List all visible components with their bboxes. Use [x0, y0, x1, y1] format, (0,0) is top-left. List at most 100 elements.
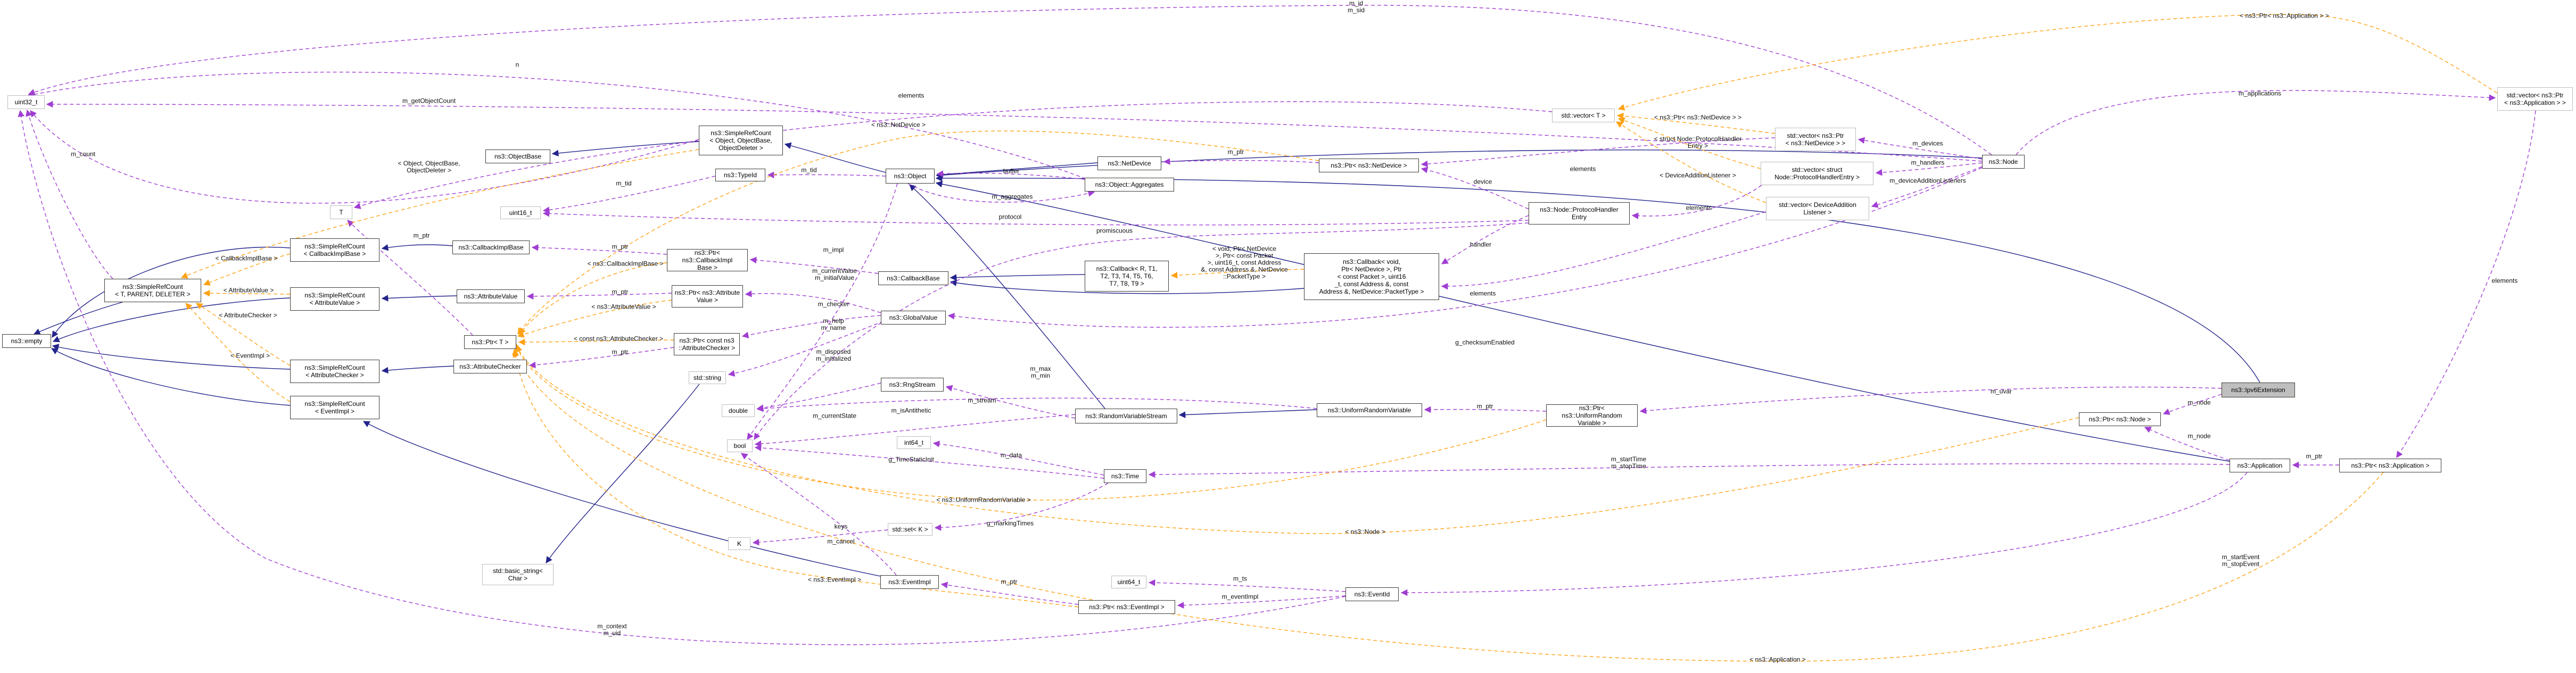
edge-ptr-cib-to-cib — [531, 244, 667, 255]
edge-src-cib-to-empty — [52, 246, 291, 338]
edge-label: m_ptr — [1227, 148, 1244, 156]
class-node-object[interactable]: ns3::Object — [886, 169, 935, 184]
class-node-typeid[interactable]: ns3::TypeId — [715, 169, 765, 181]
edge-label: m_startEvent m_stopEvent — [2222, 553, 2260, 568]
class-node-src-cib[interactable]: ns3::SimpleRefCount < CallbackImplBase > — [290, 238, 379, 262]
class-node-src-tpd[interactable]: ns3::SimpleRefCount < T, PARENT, DELETER… — [104, 279, 201, 302]
class-node-vec-app: std::vector< ns3::Ptr < ns3::Application… — [2497, 87, 2573, 111]
class-node-ptr-ei[interactable]: ns3::Ptr< ns3::EventImpl > — [1078, 600, 1175, 614]
edge-eid-to-ptr-ei — [1177, 595, 1346, 609]
class-node-src-ei[interactable]: ns3::SimpleRefCount < EventImpl > — [290, 396, 379, 419]
edge-ptr-node-to-ptr-t — [516, 345, 2079, 534]
edge-src-ei-to-empty — [51, 348, 291, 406]
class-node-rng[interactable]: ns3::RngStream — [881, 378, 944, 392]
edge-label: m_help m_name — [821, 317, 846, 331]
edge-ipv6ext-to-ptr-node — [2162, 394, 2222, 415]
edge-label: elements — [1686, 204, 1712, 212]
class-node-rvs[interactable]: ns3::RandomVariableStream — [1075, 409, 1177, 423]
class-node-netdev[interactable]: ns3::NetDevice — [1097, 156, 1161, 170]
edge-label: < ns3::EventImpl > — [807, 576, 862, 584]
edge-object-to-bool — [747, 183, 898, 441]
edge-gval-to-ptr-cac — [741, 315, 881, 339]
edge-label: m_disposed m_initialized — [815, 348, 852, 362]
class-node-double: double — [722, 404, 755, 417]
class-node-cbase[interactable]: ns3::CallbackBase — [878, 271, 948, 285]
class-node-eid[interactable]: ns3::EventId — [1345, 587, 1399, 601]
edge-vec-nd-to-vec-t — [1616, 112, 1776, 134]
edge-label: m_node — [2187, 398, 2211, 406]
class-node-src-av[interactable]: ns3::SimpleRefCount < AttributeValue > — [290, 287, 379, 311]
edge-set-k-to-K — [752, 529, 888, 546]
edge-label: < ns3::CallbackImplBase > — [587, 260, 664, 268]
class-node-app[interactable]: ns3::Application — [2230, 459, 2290, 472]
class-node-aggregates[interactable]: ns3::Object::Aggregates — [1085, 178, 1174, 192]
edge-ptr-ei-to-ptr-t — [511, 348, 1079, 608]
edge-label: g_TimeStaticInit — [888, 455, 934, 463]
edge-eid-to-uint64_t — [1148, 579, 1346, 592]
edge-node-to-gval — [947, 167, 1983, 328]
edge-ptr-urv-to-ptr-t — [514, 343, 1547, 501]
class-node-urv[interactable]: ns3::UniformRandomVariable — [1317, 403, 1422, 417]
edge-vec-app-to-vec-t — [1617, 14, 2498, 111]
class-node-time[interactable]: ns3::Time — [1104, 469, 1146, 483]
class-node-ptr-nd[interactable]: ns3::Ptr< ns3::NetDevice > — [1319, 159, 1419, 172]
class-node-cib[interactable]: ns3::CallbackImplBase — [452, 240, 530, 254]
class-node-empty[interactable]: ns3::empty — [2, 334, 51, 348]
edge-label: protocol — [998, 213, 1022, 221]
edge-src-ei-to-src-tpd — [185, 303, 291, 402]
edge-ipv6ext-to-ptr-urv — [1639, 386, 2222, 414]
edge-vec-t-to-T — [353, 101, 1553, 210]
edge-label: buffer — [1003, 167, 1020, 175]
edge-src-av-to-src-tpd — [203, 289, 291, 297]
edge-label: m_uvar — [1990, 387, 2012, 395]
edge-node-to-uint32_t — [46, 101, 1983, 162]
class-node-objbase[interactable]: ns3::ObjectBase — [485, 149, 550, 163]
edge-app-to-ptr-node — [2144, 427, 2230, 461]
edge-src-tpd-to-empty — [33, 302, 123, 335]
edge-label: m_node — [2187, 432, 2211, 440]
edge-label: keys — [834, 522, 848, 530]
class-node-ptr-node[interactable]: ns3::Ptr< ns3::Node > — [2079, 412, 2161, 426]
edge-phe-to-ptr-nd — [1421, 167, 1529, 210]
class-node-basicstr: std::basic_string< Char > — [482, 564, 554, 585]
edge-label: m_handlers — [1911, 159, 1945, 167]
class-node-gval[interactable]: ns3::GlobalValue — [881, 311, 946, 325]
class-node-ptr-cac[interactable]: ns3::Ptr< const ns3 ::AttributeChecker > — [674, 333, 740, 355]
edge-cb-r-to-cbase — [950, 274, 1085, 281]
edge-urv-to-double — [756, 397, 1317, 412]
edge-ptr-cac-to-ptr-t — [518, 338, 674, 346]
class-node-av[interactable]: ns3::AttributeValue — [457, 289, 525, 303]
edge-object-to-typeid — [767, 171, 886, 179]
edge-label: m_cancel — [827, 537, 855, 545]
edge-phe-to-cb-void — [1441, 215, 1529, 264]
class-node-cb-r[interactable]: ns3::Callback< R, T1, T2, T3, T4, T5, T6… — [1085, 261, 1169, 292]
edge-label: m_startTime m_stopTime — [1611, 455, 1647, 470]
edge-aggregates-to-object — [936, 170, 1085, 180]
edge-vec-dal-to-cb-void — [1441, 211, 1766, 290]
class-node-ac[interactable]: ns3::AttributeChecker — [453, 360, 527, 373]
class-node-ptr-cib[interactable]: ns3::Ptr< ns3::CallbackImpl Base > — [667, 249, 748, 271]
class-node-ptr-av[interactable]: ns3::Ptr< ns3::Attribute Value > — [672, 285, 743, 308]
class-node-ptr-urv[interactable]: ns3::Ptr< ns3::UniformRandom Variable > — [1546, 404, 1638, 427]
class-node-phe[interactable]: ns3::Node::ProtocolHandler Entry — [1529, 202, 1630, 225]
class-node-uint16_t: uint16_t — [500, 206, 541, 219]
class-node-eimpl[interactable]: ns3::EventImpl — [880, 575, 939, 589]
class-node-cb-void[interactable]: ns3::Callback< void, Ptr< NetDevice >, P… — [1304, 253, 1439, 300]
edge-label: m_ptr — [413, 231, 430, 239]
class-node-ptr-t[interactable]: ns3::Ptr< T > — [464, 335, 516, 349]
edge-label: m_ptr — [1001, 578, 1018, 586]
edge-label: < EventImpl > — [230, 352, 270, 360]
edge-label: m_data — [1000, 451, 1022, 459]
edge-label: elements — [1469, 289, 1496, 297]
edge-phe-to-bool — [754, 222, 1529, 441]
class-node-ptr-app[interactable]: ns3::Ptr< ns3::Application > — [2339, 459, 2441, 472]
edge-ipv6ext-to-object — [935, 175, 2260, 383]
class-node-src-ac[interactable]: ns3::SimpleRefCount < AttributeChecker > — [290, 360, 379, 383]
edge-aggregates-to-uint32_t — [27, 71, 1086, 179]
edge-label: < ns3::NetDevice > — [871, 121, 926, 129]
class-node-src-obj[interactable]: ns3::SimpleRefCount < Object, ObjectBase… — [699, 126, 783, 155]
edge-ptr-nd-to-netdev — [1163, 158, 1319, 165]
class-node-int64_t: int64_t — [897, 436, 931, 449]
class-node-node[interactable]: ns3::Node — [1982, 155, 2025, 169]
edge-label: m_impl — [823, 246, 844, 254]
